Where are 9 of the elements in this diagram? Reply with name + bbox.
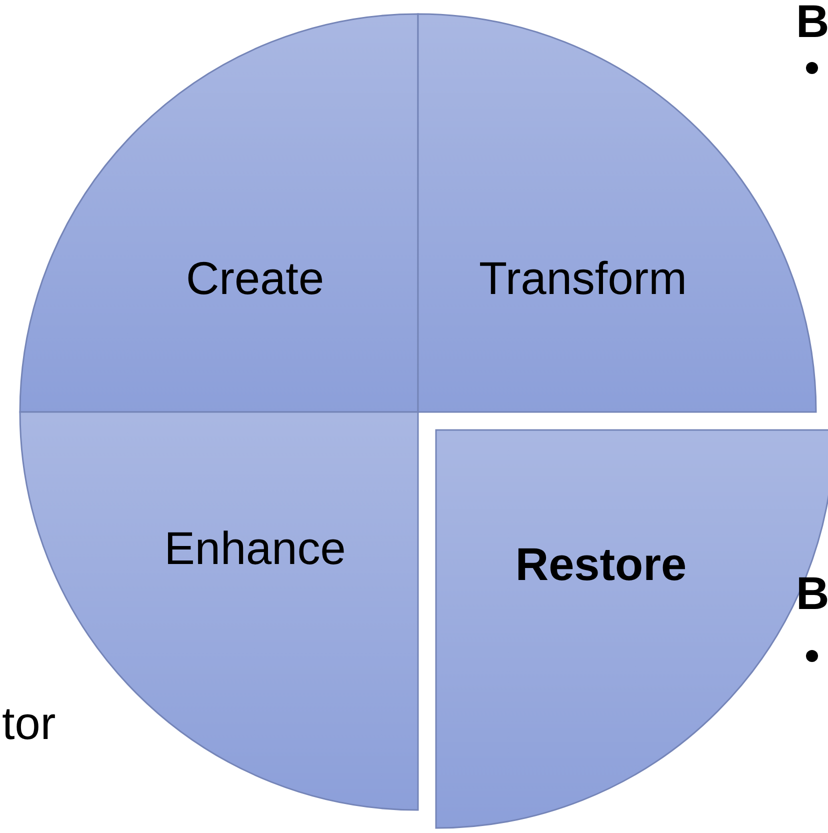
cut-off-text: tor (2, 696, 56, 750)
cut-off-text: B (796, 0, 828, 48)
pie-quadrant (20, 14, 418, 412)
pie-quadrant (436, 430, 828, 828)
segment-label: Create (186, 251, 324, 305)
cut-off-text: B (796, 566, 828, 620)
segment-label: Enhance (164, 521, 346, 575)
segment-label: Restore (515, 537, 687, 591)
segment-label: Transform (479, 251, 687, 305)
